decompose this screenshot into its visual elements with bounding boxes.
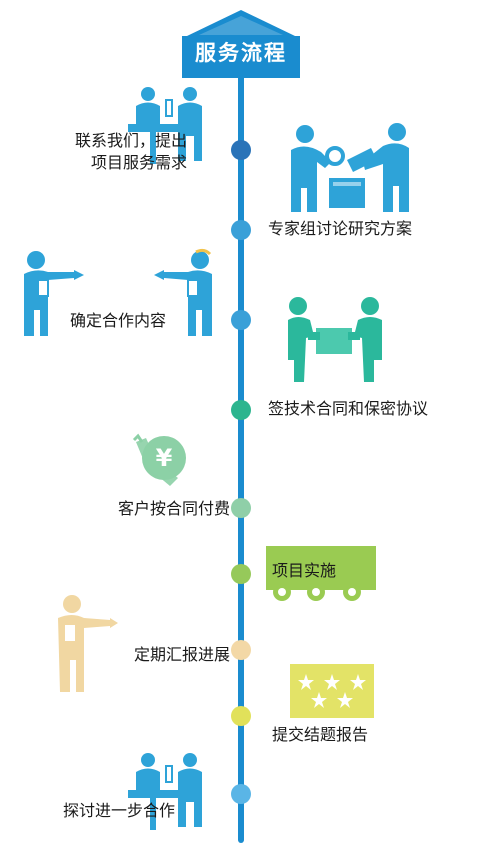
step-1-label: 联系我们，提出 项目服务需求: [12, 130, 187, 174]
step-5-label: 客户按合同付费: [117, 499, 230, 518]
two-people-pointing-icon: [24, 248, 212, 336]
timeline-line: [238, 70, 244, 843]
stars-report-icon: [290, 664, 374, 718]
house-title-icon: [182, 10, 300, 78]
step-1-label-line-2: 项目服务需求: [90, 153, 187, 172]
two-people-desk-icon: [128, 87, 202, 164]
step-1-label-line-1: 联系我们，提出: [74, 131, 187, 150]
handshake-box-icon: [288, 297, 382, 382]
step-2-dot: [231, 220, 251, 240]
step-1-dot: [231, 140, 251, 160]
experts-discussing-icon: [291, 123, 409, 212]
page-title: 服务流程: [195, 40, 287, 65]
step-7-dot: [231, 640, 251, 660]
step-8-label: 提交结题报告: [272, 725, 369, 744]
yuan-money-icon: ¥: [132, 433, 186, 486]
step-6-label: 项目实施: [272, 561, 337, 580]
step-7-label: 定期汇报进展: [133, 645, 230, 664]
step-9-dot: [231, 784, 251, 804]
step-6-dot: [231, 564, 251, 584]
truck-icon: [266, 546, 376, 601]
person-reporting-icon: [58, 595, 118, 692]
step-3-label: 确定合作内容: [69, 311, 166, 330]
step-4-label: 签技术合同和保密协议: [268, 399, 429, 418]
two-people-desk-icon-2: [128, 753, 202, 830]
step-2-label: 专家组讨论研究方案: [268, 219, 413, 238]
step-8-dot: [231, 706, 251, 726]
svg-text:¥: ¥: [156, 444, 173, 472]
step-3-dot: [231, 310, 251, 330]
step-9-label: 探讨进一步合作: [62, 801, 175, 820]
step-5-dot: [231, 498, 251, 518]
step-4-dot: [231, 400, 251, 420]
